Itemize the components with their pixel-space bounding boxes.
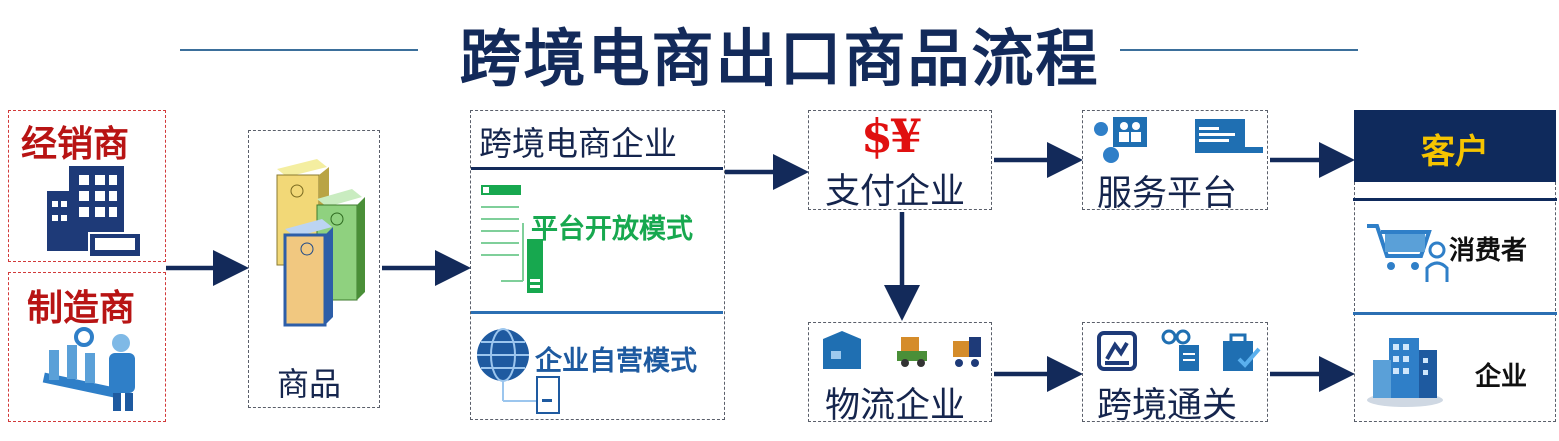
flow-arrows xyxy=(0,0,1559,441)
